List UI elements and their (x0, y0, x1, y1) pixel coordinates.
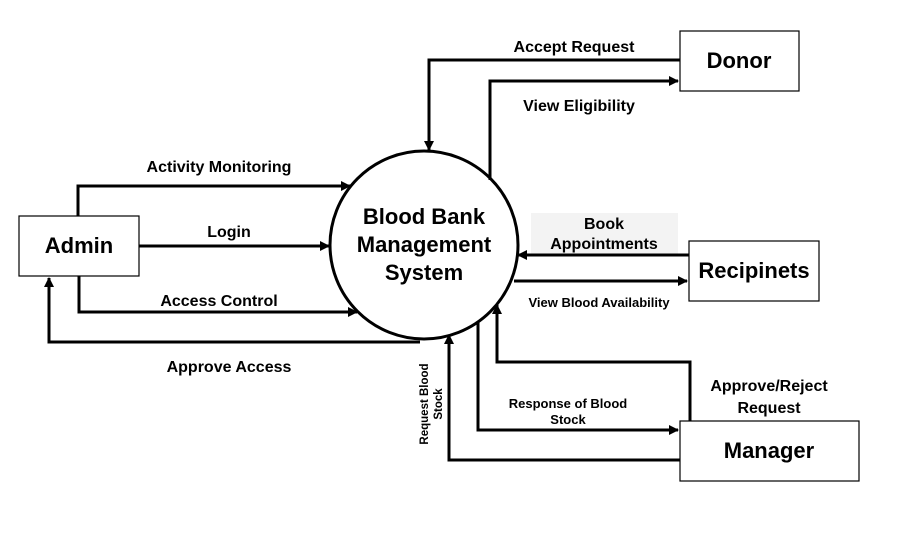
accept-request-arrow (424, 58, 680, 151)
book-appointments-label-1: Book (584, 216, 624, 233)
access-control-label: Access Control (160, 293, 277, 310)
response-stock-arrow (476, 322, 679, 435)
center-label-line1: Blood Bank (363, 204, 486, 229)
book-label-bg (531, 213, 678, 255)
recipients-entity (688, 240, 820, 302)
manager-entity (679, 420, 860, 482)
request-stock-arrow (444, 334, 680, 462)
accept-request-label: Accept Request (514, 39, 636, 56)
view-eligibility-label: View Eligibility (523, 98, 635, 115)
book-appointments-label-2: Appointments (550, 236, 658, 253)
center-label-line2: Management (357, 232, 492, 257)
approve-reject-label-1: Approve/Reject (710, 378, 828, 395)
center-label-line3: System (385, 260, 463, 285)
request-stock-label-2: Stock (433, 388, 445, 420)
response-stock-label-2: Stock (550, 412, 586, 427)
approve-access-label: Approve Access (167, 359, 292, 376)
view-blood-availability-label: View Blood Availability (528, 295, 670, 310)
admin-label: Admin (45, 233, 113, 258)
approve-access-arrow (44, 277, 420, 344)
donor-label: Donor (707, 48, 772, 73)
request-stock-label-1: Request Blood (419, 363, 431, 444)
login-label: Login (207, 224, 251, 241)
approve-reject-arrow (492, 304, 692, 421)
response-stock-label-1: Response of Blood (509, 396, 628, 411)
activity-monitoring-arrow (76, 181, 351, 216)
activity-monitoring-label: Activity Monitoring (147, 159, 292, 176)
access-control-arrow (77, 276, 358, 317)
recipients-label: Recipinets (698, 258, 809, 283)
view-eligibility-arrow (488, 76, 679, 180)
central-process (328, 149, 520, 341)
manager-label: Manager (724, 438, 815, 463)
approve-reject-label-2: Request (737, 400, 801, 417)
